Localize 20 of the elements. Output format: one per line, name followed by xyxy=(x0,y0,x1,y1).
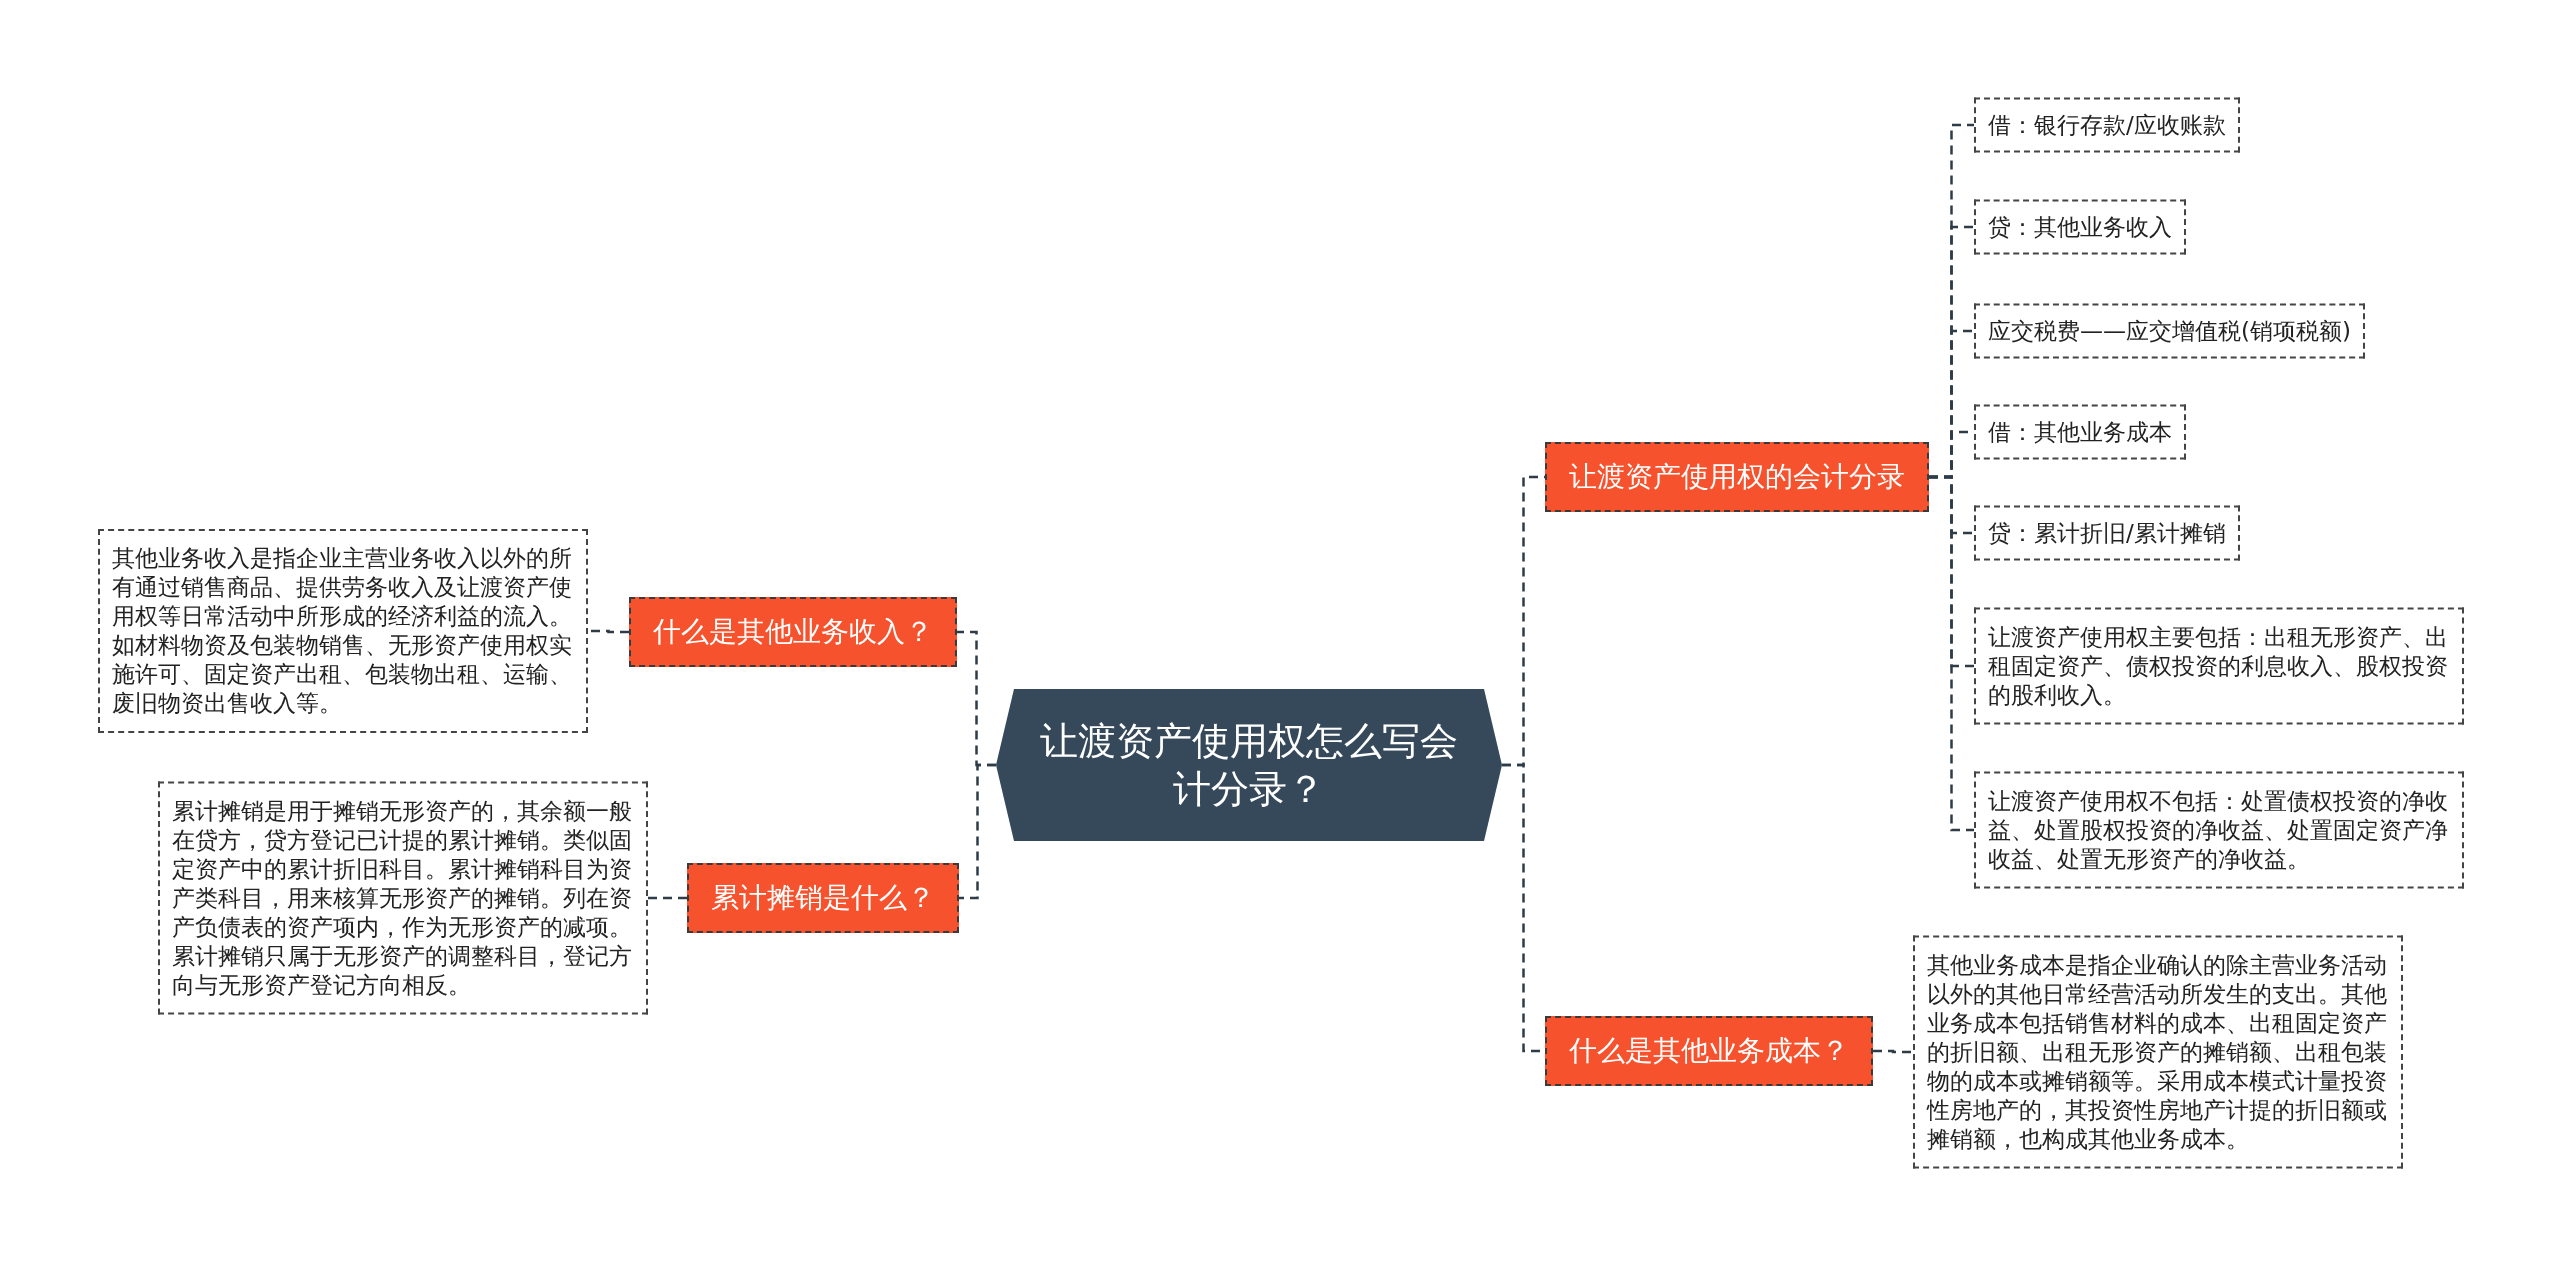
note-card: 其他业务收入是指企业主营业务收入以外的所有通过销售商品、提供劳务收入及让渡资产使用权等日常活动中所形成的经济利益的流入。如材料物资及包装物销售、无形资产使用权实施许可、固定资产出租、包装物出租、运输、废旧物资出售收入等。 xyxy=(98,529,588,733)
note-card: 借：其他业务成本 xyxy=(1974,404,2186,460)
subtopic-label: 让渡资产使用权的会计分录 xyxy=(1545,442,1929,512)
connector-line xyxy=(1873,1049,1913,1054)
connector-line xyxy=(648,896,687,900)
connector-line xyxy=(1929,475,1974,832)
note-card: 应交税费——应交增值税(销项税额) xyxy=(1974,303,2365,359)
note-card: 让渡资产使用权不包括：处置债权投资的净收益、处置股权投资的净收益、处置固定资产净收益、处置无形资产的净收益。 xyxy=(1974,771,2464,889)
central-topic: 让渡资产使用权怎么写会计分录？ xyxy=(996,689,1502,841)
note-card: 借：银行存款/应收账款 xyxy=(1974,97,2240,153)
subtopic-label: 累计摊销是什么？ xyxy=(687,863,959,933)
connector-line xyxy=(959,763,996,900)
note-card: 其他业务成本是指企业确认的除主营业务活动以外的其他日常经营活动所发生的支出。其他业务成本包括销售材料的成本、出租固定资产的折旧额、出租无形资产的摊销额、出租包装物的成本或摊销额等。采用成本模式计量投资性房地产的，其投资性房地产计提的折旧额或摊销额，也构成其他业务成本。 xyxy=(1913,935,2403,1169)
subtopic-label: 什么是其他业务收入？ xyxy=(629,597,957,667)
note-card: 贷：累计折旧/累计摊销 xyxy=(1974,505,2240,561)
connector-line xyxy=(588,629,629,634)
subtopic-label: 什么是其他业务成本？ xyxy=(1545,1016,1873,1086)
note-card: 让渡资产使用权主要包括：出租无形资产、出租固定资产、债权投资的利息收入、股权投资的股利收入。 xyxy=(1974,607,2464,725)
note-card: 累计摊销是用于摊销无形资产的，其余额一般在贷方，贷方登记已计提的累计摊销。类似固定资产中的累计折旧科目。累计摊销科目为资产类科目，用来核算无形资产的摊销。列在资产负债表的资产项内，作为无形资产的减项。累计摊销只属于无形资产的调整科目，登记方向与无形资产登记方向相反。 xyxy=(158,781,648,1015)
note-card: 贷：其他业务收入 xyxy=(1974,199,2186,255)
